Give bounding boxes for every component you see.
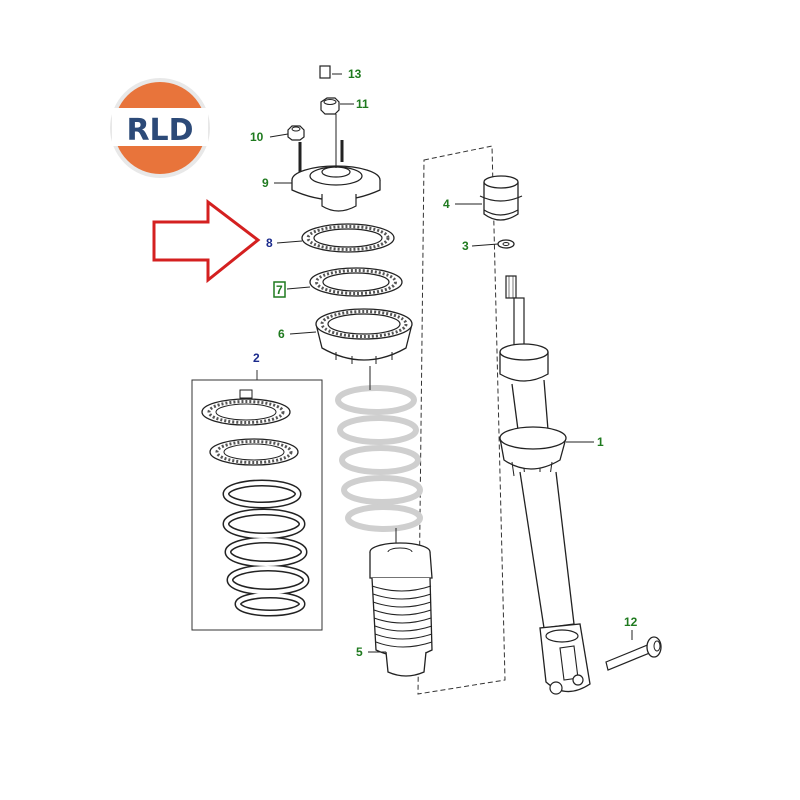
callout-12: 12 <box>624 615 638 629</box>
nut-11 <box>320 97 340 115</box>
logo-text: RLD <box>126 113 193 148</box>
ghost-coil-spring <box>335 385 423 532</box>
logo-band <box>112 108 208 146</box>
washer-3 <box>497 239 515 249</box>
callout-6: 6 <box>278 327 285 341</box>
callout-7-box <box>273 281 286 298</box>
callout-8: 8 <box>266 236 273 250</box>
spring-kit-2 <box>201 389 310 617</box>
callout-2: 2 <box>253 351 260 365</box>
bolt-12 <box>605 636 662 671</box>
bump-stop-4 <box>479 175 523 221</box>
spring-insulator-7 <box>309 267 403 297</box>
callout-4: 4 <box>443 197 450 211</box>
spring-seat-8 <box>301 223 395 253</box>
shock-absorber-1 <box>499 275 591 695</box>
callout-9: 9 <box>262 176 269 190</box>
nut-10 <box>287 125 305 141</box>
callout-3: 3 <box>462 239 469 253</box>
rld-logo: RLD <box>110 78 210 178</box>
callout-10: 10 <box>250 130 264 144</box>
top-mount-9 <box>291 114 381 212</box>
callout-labels: 13 11 10 9 8 7 6 2 5 4 3 1 12 <box>250 67 638 659</box>
callout-5: 5 <box>356 645 363 659</box>
dust-boot-5 <box>369 542 433 677</box>
callout-11: 11 <box>356 97 369 111</box>
callout-7: 7 <box>276 283 283 297</box>
leader-lines <box>269 73 633 653</box>
red-outline-arrow-icon <box>152 198 261 284</box>
top-nut-13 <box>319 65 331 79</box>
upper-spring-seat-6 <box>315 308 413 364</box>
callout-13: 13 <box>348 67 362 81</box>
shock-absorber-group-frame <box>417 145 506 695</box>
callout-1: 1 <box>597 435 604 449</box>
